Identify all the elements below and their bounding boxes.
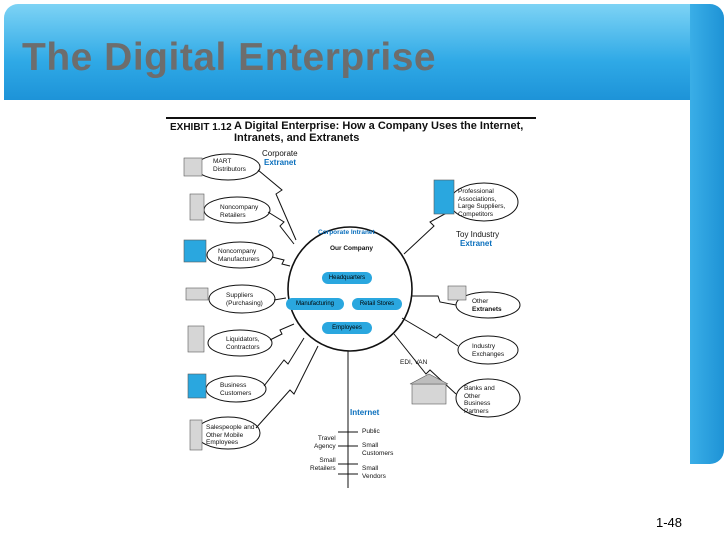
internet-right-label: Small Vendors [362, 465, 386, 480]
corporate-extranet-line2: Extranet [264, 158, 297, 167]
right-node-label: Professional Associations, Large Supplie… [458, 188, 506, 218]
partner-icon [409, 179, 467, 405]
unit-retail-stores: Retail Stores [352, 298, 402, 310]
right-node-label: Other [472, 298, 489, 305]
left-node-label: Salespeople and Other Mobile Employees [206, 424, 255, 446]
page-title: The Digital Enterprise [22, 36, 437, 79]
left-node-label: Suppliers (Purchasing) [226, 292, 263, 307]
toy-industry-line1: Toy Industry [456, 230, 500, 239]
corporate-intranet-label: Corporate Intranet [318, 229, 375, 236]
right-node-oval [457, 335, 519, 365]
right-node-label: Industry Exchanges [472, 343, 505, 358]
left-node-label: Liquidators, Contractors [226, 336, 260, 351]
left-node-oval [207, 329, 273, 357]
internet-right-label: Public [362, 428, 380, 435]
left-node-label: Noncompany Retailers [220, 204, 259, 219]
left-node-oval [208, 284, 276, 314]
exhibit-label: EXHIBIT 1.12 [170, 122, 232, 133]
right-node-oval [455, 378, 521, 418]
our-company-label: Our Company [330, 245, 373, 252]
unit-employees: Employees [322, 322, 372, 334]
left-node-label: Business Customers [220, 382, 252, 397]
left-node-label: MART Distributors [213, 158, 246, 173]
internet-left-label: Small Retailers [310, 457, 336, 472]
exhibit-title: A Digital Enterprise: How a Company Uses… [234, 120, 524, 144]
left-node-oval [206, 241, 274, 269]
edi-van-label: EDI, VAN [400, 359, 428, 366]
internet-label: Internet [350, 408, 380, 417]
unit-headquarters: Headquarters [322, 272, 372, 284]
title-bar-side [690, 4, 724, 464]
corporate-extranet-line1: Corporate [262, 149, 298, 158]
exhibit-rule [166, 117, 536, 119]
page-number: 1-48 [656, 515, 683, 530]
unit-manufacturing: Manufacturing [286, 298, 344, 310]
building-icon [183, 157, 209, 451]
left-node-label: Noncompany Manufacturers [218, 248, 260, 263]
internet-left-label: Travel Agency [314, 435, 336, 450]
connector-lines [255, 169, 459, 429]
company-circle [287, 226, 413, 352]
internet-right-label: Small Customers [362, 442, 394, 457]
title-bar [4, 4, 716, 100]
right-node-label-extra: Extranets [472, 306, 502, 313]
exhibit-header: EXHIBIT 1.12 A Digital Enterprise: How a… [166, 117, 536, 159]
right-node-label: Banks and Other Business Partners [464, 385, 495, 415]
toy-industry-line2: Extranet [460, 239, 493, 248]
slide-frame [4, 4, 724, 542]
